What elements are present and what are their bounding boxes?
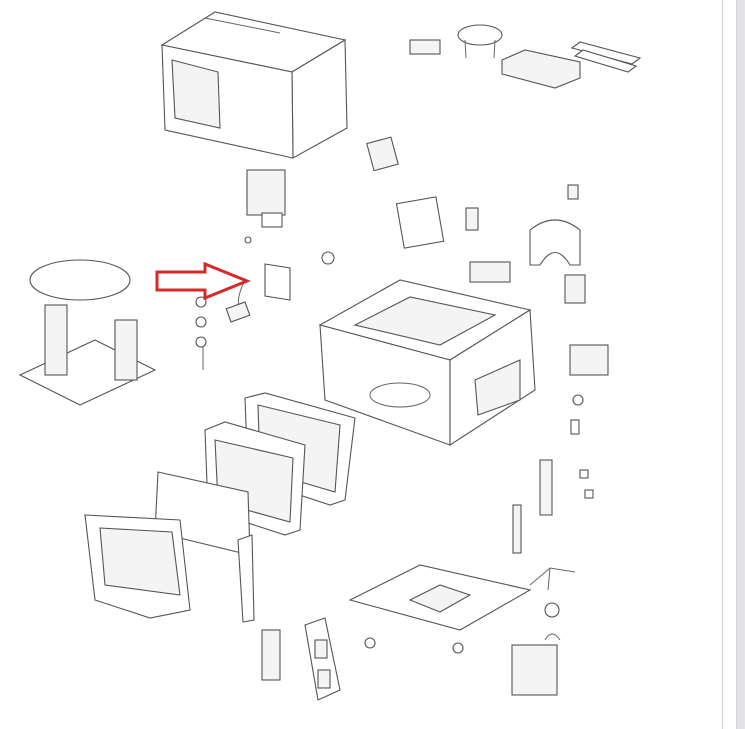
viewer-divider [722, 0, 723, 729]
top-parts [366, 24, 642, 172]
outer-cabinet [160, 11, 348, 159]
magnetron [244, 169, 335, 265]
base-plate [348, 564, 561, 654]
vertical-scrollbar[interactable] [736, 0, 745, 729]
right-side-parts [395, 184, 609, 591]
main-chassis [318, 279, 536, 447]
right-arrow-icon [155, 261, 251, 301]
microwave-exploded-diagram [18, 11, 642, 701]
turntable-support [18, 259, 157, 406]
viewer-margin [723, 0, 736, 729]
door [84, 471, 255, 623]
control-panel [261, 617, 558, 701]
exploded-diagram-viewer [18, 11, 642, 701]
